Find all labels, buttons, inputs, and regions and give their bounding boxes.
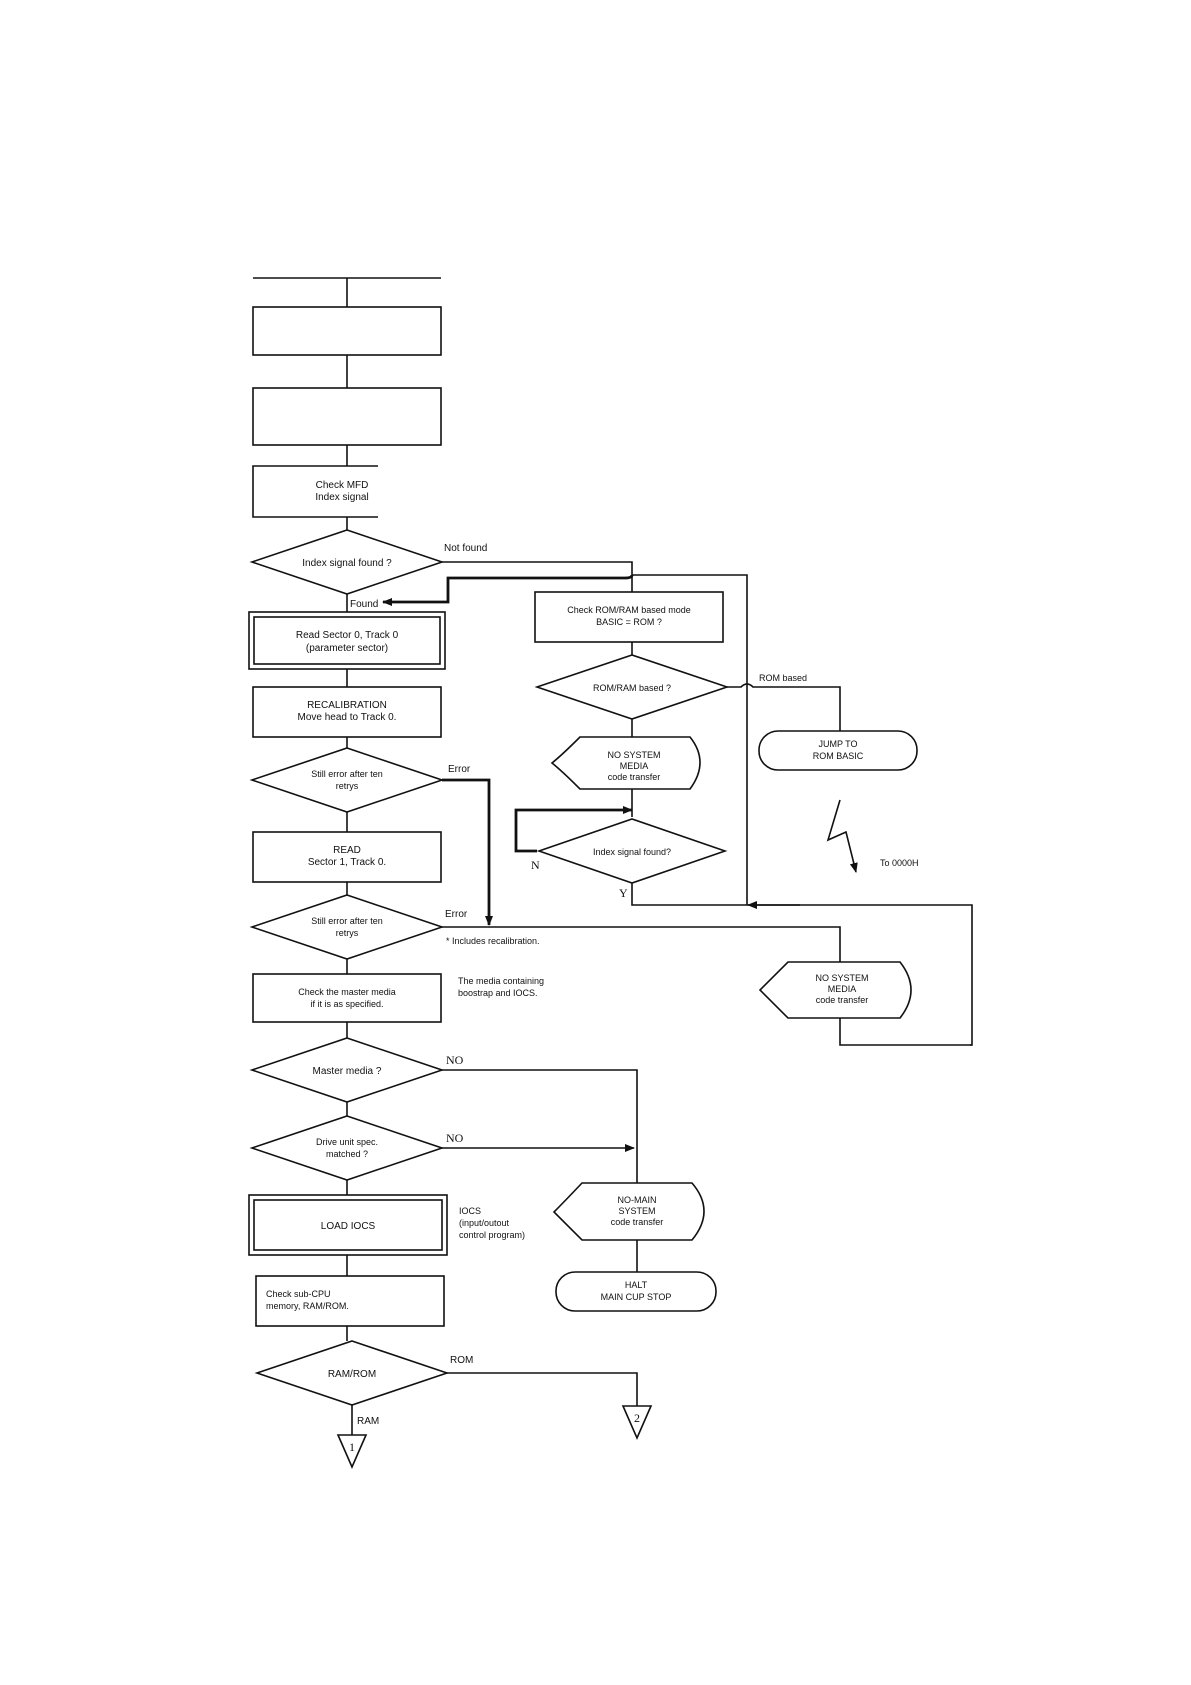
no-main-system-line1: NO-MAIN [618, 1195, 657, 1205]
drive-unit-line2: matched ? [326, 1149, 368, 1159]
jump-rom-basic-line1: JUMP TO [818, 739, 857, 749]
connector-1: 1 [336, 1434, 368, 1469]
check-rom-ram-line1: Check ROM/RAM based mode [567, 605, 691, 615]
n-label: N [531, 858, 540, 872]
connector-2-text: 2 [634, 1411, 640, 1425]
recalibration-note: * Includes recalibration. [446, 936, 540, 946]
rom-label: ROM [450, 1355, 473, 1366]
no-system-media-display-2: NO SYSTEM MEDIA code transfer [758, 961, 912, 1019]
index-signal-found-decision-2: Index signal found? [536, 818, 728, 884]
error-label-2: Error [445, 909, 468, 920]
no-main-system-line2: SYSTEM [618, 1206, 655, 1216]
connector-2: 2 [621, 1405, 653, 1440]
check-master-line2: if it is as specified. [310, 999, 383, 1009]
read-sector1-line1: READ [333, 845, 361, 856]
no-main-system-line3: code transfer [611, 1217, 664, 1227]
index-signal-found-decision: Index signal found ? [249, 529, 445, 595]
still-error-decision-2: Still error after ten retrys [249, 894, 445, 960]
master-media-text: Master media ? [313, 1066, 382, 1077]
check-mfd-line2: Index signal [315, 492, 368, 503]
halt-line2: MAIN CUP STOP [601, 1292, 672, 1302]
load-iocs-box: LOAD IOCS [248, 1194, 448, 1256]
jump-rom-basic-terminal: JUMP TO ROM BASIC [758, 730, 918, 771]
halt-line1: HALT [625, 1280, 648, 1290]
halt-terminal: HALT MAIN CUP STOP [555, 1271, 717, 1312]
read-sector1-line2: Sector 1, Track 0. [308, 857, 386, 868]
recalibration-line1: RECALIBRATION [307, 700, 387, 711]
recalibration-line2: Move head to Track 0. [298, 712, 397, 723]
blank-box-1 [252, 306, 442, 356]
drive-unit-line1: Drive unit spec. [316, 1137, 378, 1147]
still-error-2-line2: retrys [336, 928, 359, 938]
media-note-line1: The media containing [458, 976, 544, 986]
no-system-media-2-line2: MEDIA [828, 984, 857, 994]
no-system-media-2-line1: NO SYSTEM [815, 973, 868, 983]
no-system-media-display-1: NO SYSTEM MEDIA code transfer [550, 736, 701, 790]
ram-rom-text: RAM/ROM [328, 1369, 376, 1380]
iocs-note-line3: control program) [459, 1230, 525, 1240]
rom-ram-based-text: ROM/RAM based ? [593, 683, 671, 693]
still-error-1-line1: Still error after ten [311, 769, 383, 779]
blank-box-2 [252, 387, 442, 446]
check-rom-ram-mode-box: Check ROM/RAM based mode BASIC = ROM ? [534, 591, 724, 643]
ram-rom-decision: RAM/ROM [254, 1340, 450, 1406]
master-media-decision: Master media ? [249, 1037, 445, 1103]
y-label: Y [619, 886, 628, 900]
still-error-2-line1: Still error after ten [311, 916, 383, 926]
no-label-2: NO [446, 1131, 464, 1145]
no-system-media-1-line2: MEDIA [620, 761, 649, 771]
check-rom-ram-line2: BASIC = ROM ? [596, 617, 662, 627]
check-master-media-box: Check the master media if it is as speci… [252, 973, 442, 1023]
iocs-note-line2: (input/outout [459, 1218, 510, 1228]
check-subcpu-line1: Check sub-CPU [266, 1289, 331, 1299]
not-found-label: Not found [444, 543, 487, 554]
check-mfd-line1: Check MFD [316, 480, 369, 491]
rom-based-label: ROM based [759, 673, 807, 683]
no-label-1: NO [446, 1053, 464, 1067]
error-label-1: Error [448, 764, 471, 775]
ram-label: RAM [357, 1416, 379, 1427]
jump-rom-basic-line2: ROM BASIC [813, 751, 864, 761]
media-note-line2: boostrap and IOCS. [458, 988, 538, 998]
iocs-note-line1: IOCS [459, 1206, 481, 1216]
no-main-system-display: NO-MAIN SYSTEM code transfer [552, 1182, 705, 1241]
still-error-1-line2: retrys [336, 781, 359, 791]
still-error-decision-1: Still error after ten retrys [249, 747, 445, 813]
no-system-media-1-line1: NO SYSTEM [607, 750, 660, 760]
rom-ram-based-decision: ROM/RAM based ? [534, 654, 730, 720]
check-subcpu-line2: memory, RAM/ROM. [266, 1301, 349, 1311]
read-sector0-line1: Read Sector 0, Track 0 [296, 630, 399, 641]
connector-1-text: 1 [349, 1440, 355, 1454]
check-subcpu-box: Check sub-CPU memory, RAM/ROM. [255, 1275, 445, 1327]
no-system-media-1-line3: code transfer [608, 772, 661, 782]
check-master-line1: Check the master media [298, 987, 396, 997]
read-sector1-box: READ Sector 1, Track 0. [252, 831, 442, 883]
read-sector0-box: Read Sector 0, Track 0 (parameter sector… [248, 611, 446, 670]
found-label: Found [350, 599, 378, 610]
recalibration-box: RECALIBRATION Move head to Track 0. [252, 686, 442, 738]
drive-unit-decision: Drive unit spec. matched ? [249, 1115, 445, 1181]
index-signal-found-2-text: Index signal found? [593, 847, 671, 857]
read-sector0-line2: (parameter sector) [306, 643, 388, 654]
no-system-media-2-line3: code transfer [816, 995, 869, 1005]
to-0000h-label: To 0000H [880, 858, 919, 868]
load-iocs-text: LOAD IOCS [321, 1221, 376, 1232]
top-connector [253, 277, 441, 307]
check-mfd-box: Check MFD Index signal [252, 465, 378, 518]
index-signal-found-text: Index signal found ? [302, 558, 392, 569]
